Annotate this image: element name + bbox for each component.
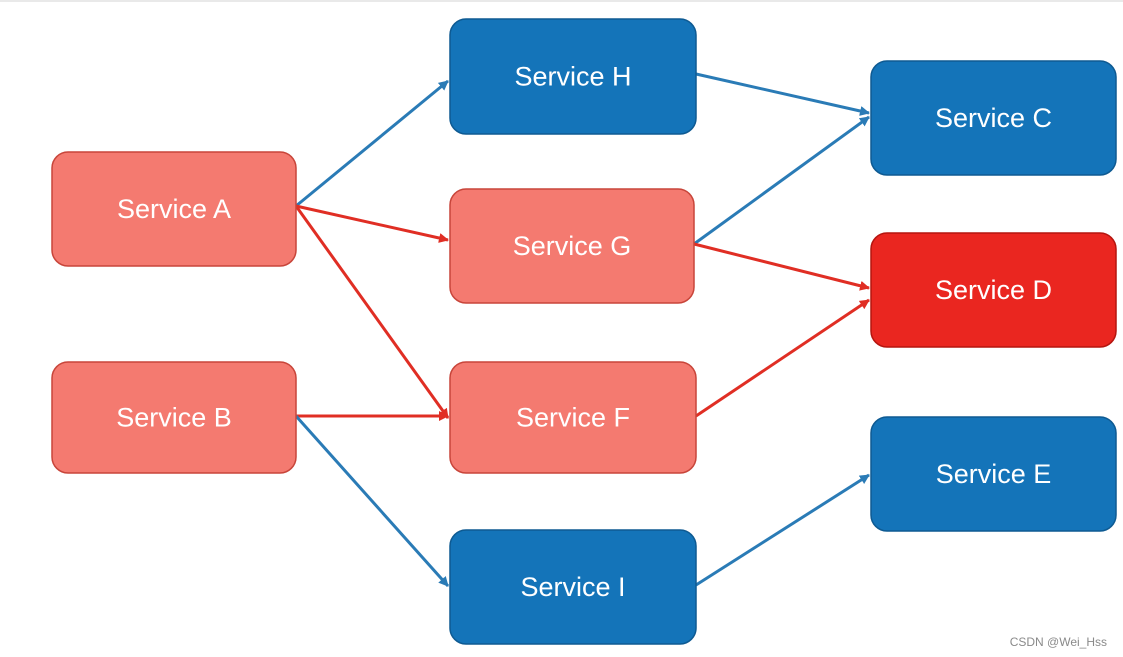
edge-b-to-i [294, 415, 450, 587]
edge-g-to-c [693, 115, 870, 246]
node-label: Service C [935, 103, 1052, 133]
node-label: Service D [935, 275, 1052, 305]
node-service-c: Service C [870, 60, 1117, 176]
node-service-i: Service I [449, 529, 697, 645]
edges-layer [294, 72, 870, 587]
node-service-d: Service D [870, 232, 1117, 348]
node-label: Service E [936, 459, 1052, 489]
node-service-f: Service F [449, 361, 697, 474]
top-divider [0, 0, 1123, 2]
node-label: Service A [117, 194, 231, 224]
node-label: Service I [520, 572, 625, 602]
node-service-g: Service G [449, 188, 695, 304]
node-box [51, 151, 297, 267]
edge-a-to-f [294, 205, 450, 419]
node-label: Service B [116, 403, 232, 433]
node-label: Service F [516, 403, 630, 433]
nodes-layer: Service A Service B Service H Service G Serv… [51, 18, 1117, 645]
node-label: Service H [514, 62, 631, 92]
edge-h-to-c [695, 72, 870, 116]
edge-f-to-d [695, 298, 870, 418]
node-label: Service G [513, 231, 632, 261]
node-box [870, 416, 1117, 532]
node-service-h: Service H [449, 18, 697, 135]
node-box [51, 361, 297, 474]
edge-a-to-g [295, 204, 449, 243]
node-service-e: Service E [870, 416, 1117, 532]
node-box [449, 18, 697, 135]
watermark: CSDN @Wei_Hss [1009, 635, 1107, 649]
node-box [870, 60, 1117, 176]
edge-a-to-h [295, 79, 449, 208]
edge-i-to-e [695, 473, 870, 587]
node-box [449, 361, 697, 474]
node-box [449, 188, 695, 304]
node-service-a: Service A [51, 151, 297, 267]
node-service-b: Service B [51, 361, 297, 474]
node-box [870, 232, 1117, 348]
node-box [449, 529, 697, 645]
edge-g-to-d [693, 242, 870, 291]
